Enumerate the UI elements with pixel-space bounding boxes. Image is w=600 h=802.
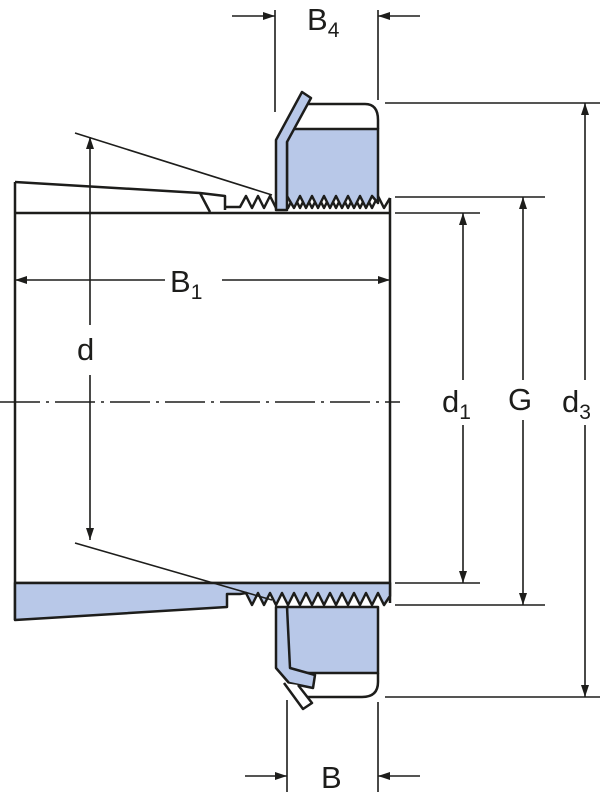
label-main: B [170, 264, 191, 299]
label-d1: d1 [442, 386, 471, 423]
label-sub: 3 [579, 401, 591, 424]
label-main: d [562, 384, 580, 419]
top-lock-washer [274, 90, 313, 212]
label-d: d [77, 334, 94, 365]
label-sub: 4 [327, 19, 340, 42]
label-main: d [77, 332, 95, 367]
label-main: G [508, 382, 533, 417]
bottom-washer-tab [282, 682, 314, 711]
taper-line-bottom [74, 542, 273, 601]
top-nut [285, 127, 380, 210]
label-G: G [508, 384, 532, 415]
sleeve-top-taper [14, 180, 227, 213]
sleeve-outline [13, 182, 392, 620]
label-d3: d3 [562, 386, 591, 423]
label-main: B [307, 2, 328, 37]
taper-line-top [74, 132, 273, 196]
label-B1: B1 [170, 266, 202, 303]
bottom-lock-washer [274, 605, 317, 690]
label-sub: 1 [190, 281, 203, 304]
bottom-nut-chamfer [306, 673, 380, 699]
label-main: B [321, 760, 342, 795]
label-main: d [442, 384, 460, 419]
label-sub: 1 [459, 401, 471, 424]
sleeve-bottom-taper [13, 581, 392, 622]
extension-lines [274, 10, 600, 792]
label-B: B [321, 762, 342, 793]
bottom-nut [285, 605, 380, 675]
label-B4: B4 [307, 4, 339, 41]
top-nut-chamfer [300, 102, 380, 129]
